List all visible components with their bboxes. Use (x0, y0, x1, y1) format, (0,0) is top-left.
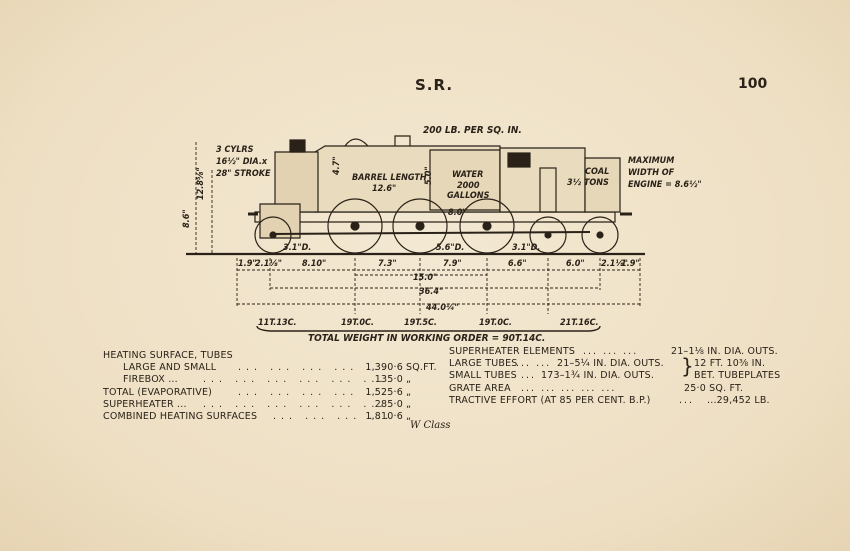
spec-label: SUPERHEATER ... (103, 398, 187, 410)
leader-dots: ... ... ... (583, 346, 639, 357)
wheelbase-8: 2.1⅛" (601, 259, 628, 269)
leader-dots: ... ... ... ... ... (238, 386, 391, 398)
dim-small-2: 5.0" (424, 166, 434, 185)
max-width-line-3: ENGINE = 8.6½" (628, 180, 702, 190)
spec-unit: „ (406, 410, 412, 422)
cylinder-line-2: 16½" DIA.x (216, 157, 268, 167)
wheelbase-3: 8.10" (302, 259, 326, 269)
spec-unit: „ (406, 398, 412, 410)
leader-dots: ... ... ... ... ... ... (203, 398, 388, 410)
leader-dots: ... (679, 394, 695, 406)
leader-dots: ... (521, 370, 537, 382)
spec-unit: SQ.FT. (406, 362, 437, 374)
page-number: 100 (738, 76, 768, 92)
spec-label: GRATE AREA (449, 382, 511, 394)
spec-value: 21–1⅛ IN. DIA. OUTS. (671, 346, 778, 357)
wheelbase-15: 15.0" (413, 273, 437, 283)
barrel-length-value: 12.6" (372, 184, 396, 194)
dim-small-1: 4.7" (332, 156, 342, 175)
spec-label: HEATING SURFACE, TUBES (103, 350, 233, 361)
spec-value: 1,525·6 (365, 386, 403, 398)
leader-dots: ... ... ... ... ... ... (203, 374, 388, 386)
wheelbase-1: 1.9" (238, 259, 257, 269)
cylinder-line-3: 28" STROKE (216, 169, 271, 179)
wheelbase-5: 7.9" (443, 259, 462, 269)
wheelbase-2: 2.1⅛" (255, 259, 282, 269)
wheelbase-6: 6.6" (508, 259, 527, 269)
leader-dots: ... ... ... ... ... (238, 362, 391, 374)
brace-mark: } (681, 354, 694, 378)
spec-row: COMBINED HEATING SURFACES ... ... ... ..… (103, 411, 433, 423)
spec-row: SMALL TUBES ... 173–1¾ IN. DIA. OUTS. BE… (449, 370, 789, 382)
max-width-line-1: MAXIMUM (628, 156, 674, 166)
water-unit: GALLONS (447, 191, 490, 201)
tube-length-value: 12 FT. 10⅜ IN. (694, 358, 766, 370)
spec-label: LARGE TUBES (449, 358, 518, 370)
spec-label: FIREBOX ... (123, 374, 178, 386)
spec-label: COMBINED HEATING SURFACES (103, 410, 258, 422)
spec-label: TOTAL (EVAPORATIVE) (103, 386, 213, 398)
water-label: WATER (452, 170, 483, 180)
axle-weight-5: 21T.16C. (560, 318, 599, 328)
tube-length-note: BET. TUBEPLATES (694, 370, 781, 382)
length-total: 44.0¼" (426, 302, 459, 313)
barrel-length-label: BARREL LENGTH (352, 173, 427, 183)
spec-unit: „ (406, 374, 412, 386)
dim-small-4: 8.0" (448, 208, 467, 218)
spec-row: SUPERHEATER ELEMENTS ... ... ... 21–1⅛ I… (449, 346, 789, 358)
spec-value: 1,390·6 (365, 362, 403, 374)
cylinder-line-1: 3 CYLRS (216, 145, 254, 155)
spec-label: LARGE AND SMALL (123, 362, 217, 374)
spec-unit: „ (406, 386, 412, 398)
spec-row: GRATE AREA ... ... ... ... ... 25·0 SQ. … (449, 383, 789, 395)
spec-value: 135·0 (374, 374, 403, 386)
coal-label: COAL (585, 167, 609, 177)
max-width-line-2: WIDTH OF (628, 168, 675, 178)
leader-dots: ... ... ... ... (273, 410, 394, 422)
wheelbase-4: 7.3" (378, 259, 397, 269)
axle-weight-2: 19T.0C. (341, 318, 374, 328)
figure-caption: W Class (410, 420, 451, 431)
spec-value: 21–5¼ IN. DIA. OUTS. (557, 358, 664, 370)
spec-row: TRACTIVE EFFORT (AT 85 PER CENT. B.P.) .… (449, 395, 789, 407)
wheel-dia-trailing: 3.1"D. (512, 243, 540, 253)
spec-value: 173–1¾ IN. DIA. OUTS. (541, 370, 655, 382)
leader-dots: ... ... ... ... ... (521, 382, 617, 394)
axle-weight-1: 11T.13C. (258, 318, 297, 328)
spec-label: SMALL TUBES (449, 370, 517, 382)
spec-row: TOTAL (EVAPORATIVE) ... ... ... ... ... … (103, 387, 433, 399)
wheelbase-7: 6.0" (566, 259, 585, 269)
spec-value: ...29,452 LB. (707, 394, 770, 406)
pressure-label: 200 LB. PER SQ. IN. (423, 125, 522, 136)
right-specs-table: SUPERHEATER ELEMENTS ... ... ... 21–1⅛ I… (449, 346, 789, 407)
spec-row: SUPERHEATER ... ... ... ... ... ... ... … (103, 399, 433, 411)
spec-row: LARGE TUBES ... ... 21–5¼ IN. DIA. OUTS.… (449, 358, 789, 370)
spec-label: TRACTIVE EFFORT (AT 85 PER CENT. B.P.) (449, 394, 651, 406)
axle-weight-3: 19T.5C. (404, 318, 437, 328)
wheel-dia-pony: 3.1"D. (283, 243, 311, 253)
spec-value: 1,810·6 (365, 410, 403, 422)
spec-row: HEATING SURFACE, TUBES (103, 350, 433, 362)
spec-row: LARGE AND SMALL ... ... ... ... ... 1,39… (103, 362, 437, 374)
spec-value: 25·0 SQ. FT. (684, 382, 744, 394)
spec-label: SUPERHEATER ELEMENTS (449, 346, 576, 357)
height-boiler: 8.6" (182, 209, 192, 228)
coal-value: 3½ TONS (567, 178, 609, 188)
left-specs-table: HEATING SURFACE, TUBES LARGE AND SMALL .… (103, 350, 437, 423)
water-value: 2000 (457, 181, 480, 191)
spec-value: 285·0 (374, 398, 403, 410)
spec-row: FIREBOX ... ... ... ... ... ... ... 135·… (103, 374, 433, 386)
axle-weight-4: 19T.0C. (479, 318, 512, 328)
leader-dots: ... ... (516, 358, 552, 370)
height-total: 12.8⅝" (196, 167, 206, 200)
total-weight: TOTAL WEIGHT IN WORKING ORDER = 90T.14C. (308, 333, 545, 344)
wheelbase-9: 1.9" (621, 259, 640, 269)
wheel-dia-driving: 5.6"D. (436, 243, 464, 253)
page-title: S.R. (415, 76, 454, 94)
wheelbase-36: 36.4" (419, 287, 443, 297)
